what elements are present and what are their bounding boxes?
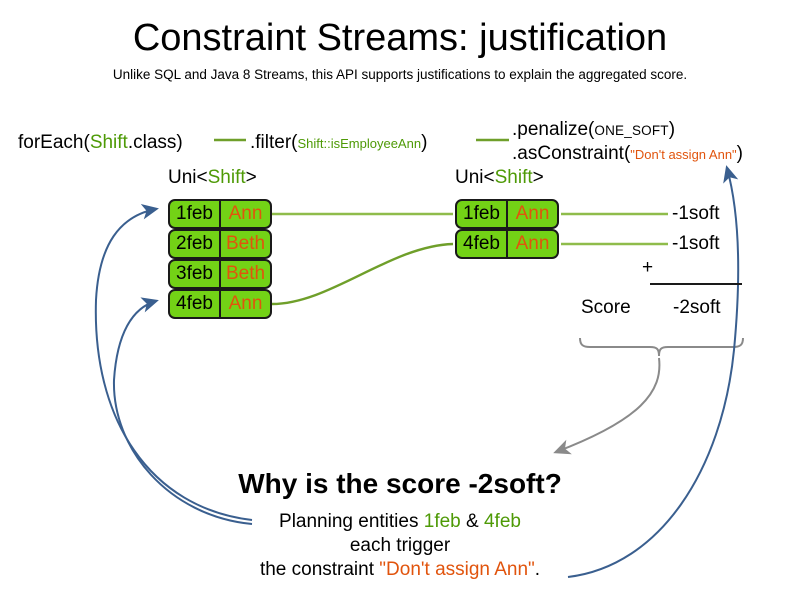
shift-employee: Beth [225,263,266,284]
shift-chip-left-2[interactable]: 2feb Beth [168,229,272,259]
uni-right-prefix: Uni< [455,167,495,188]
shift-employee: Ann [228,293,263,314]
uni-left-type: Shift [207,167,246,188]
shift-chip-right-2[interactable]: 4feb Ann [455,229,559,259]
shift-chip-left-1[interactable]: 1feb Ann [168,199,272,229]
explanation-question: Why is the score -2soft? [238,468,562,499]
code-penalize-call: .penalize(ONE_SOFT) [512,118,675,142]
asconstraint-prefix: .asConstraint( [512,143,631,164]
foreach-type: Shift [89,132,128,153]
page-subtitle: Unlike SQL and Java 8 Streams, this API … [112,67,688,82]
penalize-arg: ONE_SOFT [594,123,669,138]
shift-employee: Ann [228,203,263,224]
explanation-entity-4feb: 4feb [483,511,521,532]
explanation-line-1: Planning entities 1feb & 4feb [0,510,800,533]
penalty-score-2: -1soft [672,233,720,254]
foreach-suffix: .class) [127,132,183,153]
explanation-line1-amp: & [460,511,484,532]
shift-employee: Beth [225,233,266,254]
score-brace [579,337,744,357]
flow-line-4feb [271,242,454,306]
explanation-line-2: each trigger [349,535,451,556]
right-stream-type-label: Uni<Shift> [455,167,544,189]
code-asconstraint-call: .asConstraint("Don't assign Ann") [512,142,743,166]
explanation-entity-1feb: 1feb [423,511,461,532]
score-explanation-arrow [553,357,661,455]
penalize-prefix: .penalize( [512,119,595,140]
code-foreach-call: forEach(Shift.class) [18,131,183,154]
left-stream-type-label: Uni<Shift> [168,167,257,189]
uni-left-prefix: Uni< [168,167,208,188]
score-label: Score [581,297,631,318]
explanation-line3-prefix: the constraint [259,559,380,580]
explanation-line-3: the constraint "Don't assign Ann". [0,558,800,581]
uni-right-type: Shift [494,167,533,188]
sum-divider-rule [650,283,742,285]
page-title: Constraint Streams: justification [132,17,668,59]
shift-chip-left-4[interactable]: 4feb Ann [168,289,272,319]
uni-right-suffix: > [532,167,544,188]
code-filter-call: .filter(Shift::isEmployeeAnn) [250,131,427,155]
shift-date: 4feb [457,231,508,257]
filter-suffix: ) [421,132,428,153]
explanation-line1-prefix: Planning entities [279,511,424,532]
shift-employee: Ann [515,203,550,224]
shift-date: 3feb [170,261,221,287]
explanation-constraint-name: "Don't assign Ann" [379,559,535,580]
filter-arg: Shift::isEmployeeAnn [297,136,422,151]
shift-chip-left-3[interactable]: 3feb Beth [168,259,272,289]
foreach-prefix: forEach( [18,132,90,153]
shift-chip-right-1[interactable]: 1feb Ann [455,199,559,229]
shift-date: 4feb [170,291,221,317]
asconstraint-suffix: ) [736,143,743,164]
shift-date: 1feb [457,201,508,227]
score-total: -2soft [673,297,721,318]
uni-left-suffix: > [245,167,257,188]
penalty-score-1: -1soft [672,203,720,224]
shift-date: 1feb [170,201,221,227]
sum-operator: + [642,257,654,278]
asconstraint-arg: "Don't assign Ann" [630,147,737,162]
penalize-suffix: ) [668,119,676,140]
explanation-line3-suffix: . [534,559,541,580]
shift-employee: Ann [515,233,550,254]
shift-date: 2feb [170,231,221,257]
filter-prefix: .filter( [250,132,298,153]
